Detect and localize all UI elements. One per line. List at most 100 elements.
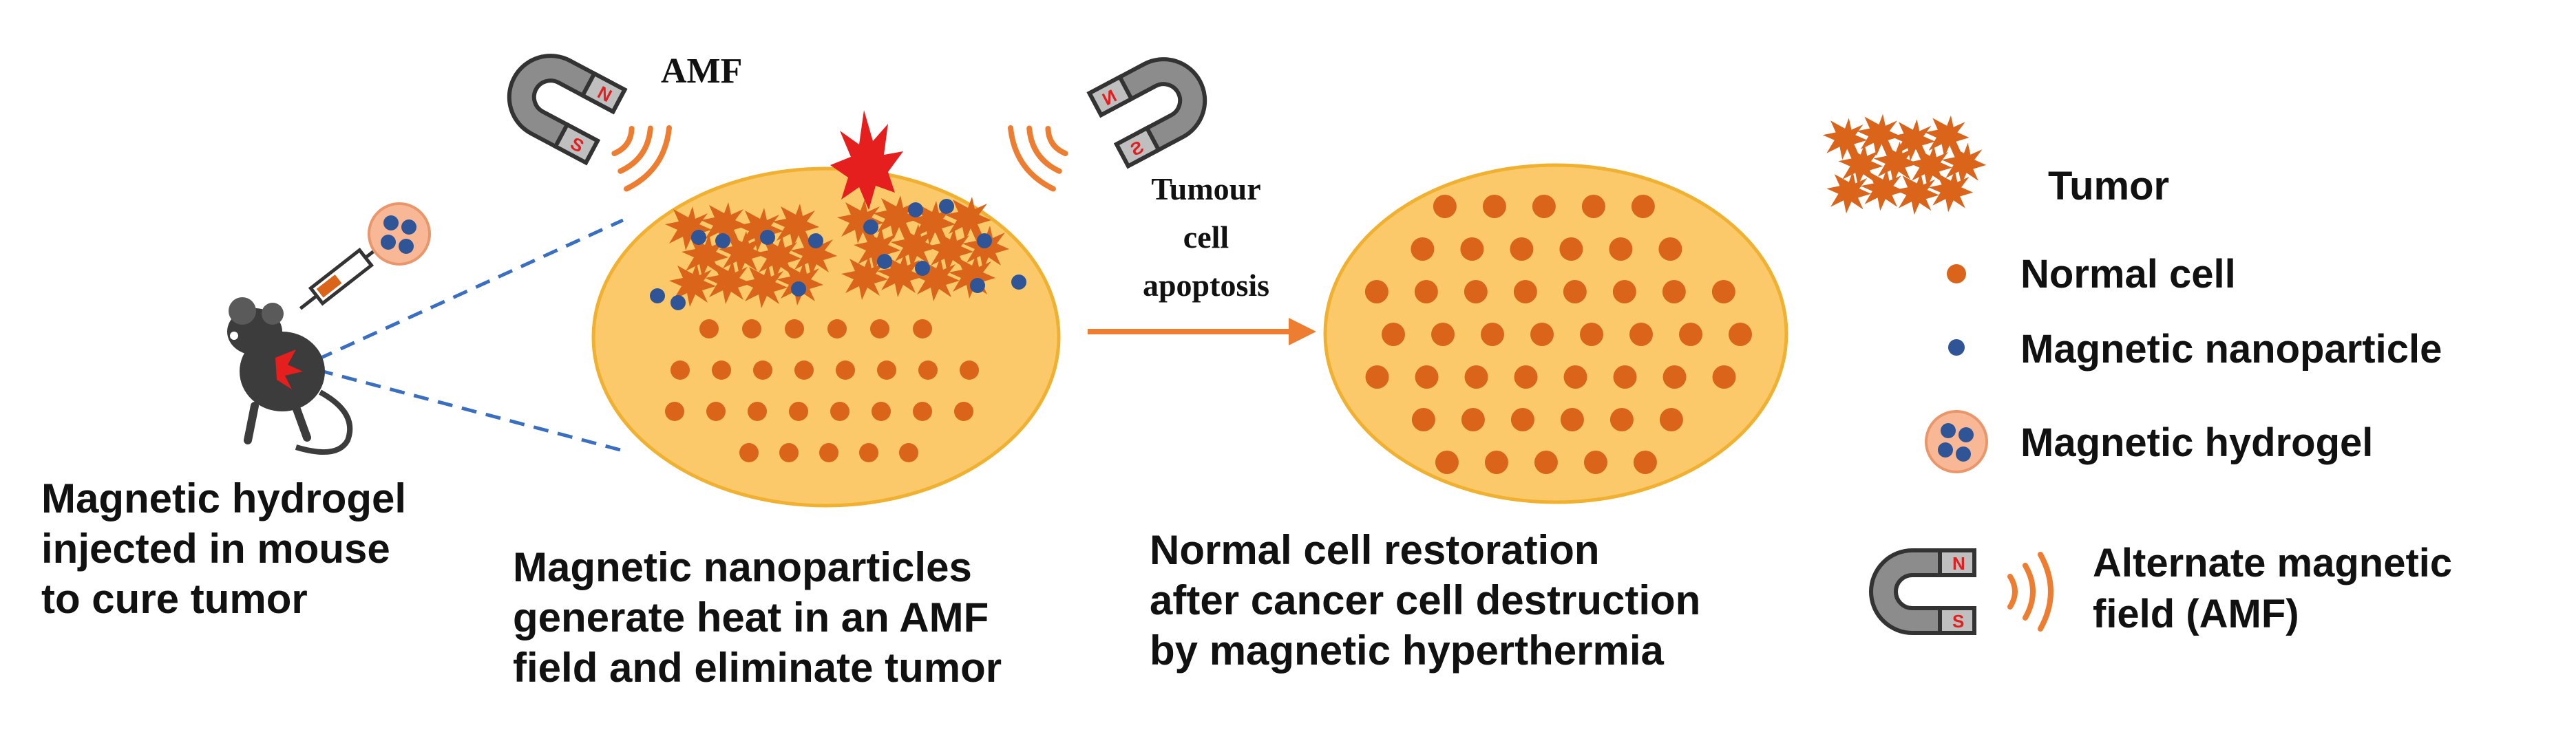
hydrogel-icon <box>368 202 431 266</box>
legend-label-normal-cell: Normal cell <box>2020 252 2236 297</box>
legend-label-nanoparticle: Magnetic nanoparticle <box>2020 327 2442 372</box>
panel2-caption-line2: generate heat in an AMF <box>513 594 989 640</box>
normal-cell <box>1481 323 1505 346</box>
panel2: AMF Magnetic nanoparticles generate heat… <box>495 41 1220 691</box>
dashed-line-top <box>317 218 624 361</box>
normal-cell <box>913 319 932 338</box>
mouse-icon <box>227 297 353 455</box>
normal-cell <box>1662 365 1687 389</box>
nanoparticle <box>908 202 923 217</box>
normal-cell <box>872 402 891 421</box>
normal-cell <box>1712 365 1736 389</box>
normal-cell <box>785 319 804 338</box>
normal-cell <box>779 443 799 462</box>
heat-burst-icon <box>830 110 903 210</box>
normal-cell <box>1612 280 1636 303</box>
legend-item-tumor: Tumor <box>1823 114 2169 215</box>
legend-label-amf-line2: field (AMF) <box>2093 592 2299 636</box>
nanoparticle <box>977 233 992 248</box>
normal-cell <box>877 360 896 380</box>
normal-cell <box>1629 323 1654 346</box>
normal-cell <box>1631 195 1655 218</box>
panel1: Magnetic hydrogel injected in mouse to c… <box>41 202 624 622</box>
panel1-caption-line1: Magnetic hydrogel <box>41 475 406 521</box>
nanoparticle <box>970 278 985 293</box>
normal-cell-group-restored <box>1364 195 1753 474</box>
panel2-caption-line1: Magnetic nanoparticles <box>513 544 972 590</box>
nanoparticle <box>760 230 775 245</box>
normal-cell <box>712 360 731 380</box>
panel2-caption-line3: field and eliminate tumor <box>513 645 1002 691</box>
normal-cell <box>1581 195 1605 218</box>
normal-cell <box>739 443 759 462</box>
normal-cell <box>1534 451 1558 474</box>
panel1-caption-line3: to cure tumor <box>41 576 308 622</box>
panel3-caption-line1: Normal cell restoration <box>1150 527 1600 573</box>
magnet-icon <box>1871 550 1974 633</box>
normal-cell <box>1609 408 1634 431</box>
panel1-caption-line2: injected in mouse <box>41 526 390 572</box>
panel3-caption-line3: by magnetic hyperthermia <box>1150 627 1665 674</box>
arrow-label-line2: cell <box>1183 219 1229 255</box>
normal-cell <box>1435 451 1459 474</box>
normal-cell <box>1559 237 1583 261</box>
normal-cell <box>1510 237 1534 261</box>
legend: Tumor Normal cell Magnetic nanoparticle … <box>1823 114 2452 636</box>
wave-icon <box>2010 555 2051 629</box>
normal-cell <box>913 402 932 421</box>
normal-cell <box>742 319 761 338</box>
wave-icon-right <box>1002 111 1078 195</box>
hydrogel-icon <box>1925 410 1988 473</box>
normal-cell <box>1464 365 1488 389</box>
normal-cell <box>1613 365 1637 389</box>
normal-cell <box>1659 408 1683 431</box>
normal-cell <box>1414 280 1438 303</box>
normal-cell <box>870 319 889 338</box>
normal-cell <box>819 443 838 462</box>
arrow-label-line1: Tumour <box>1151 171 1260 206</box>
normal-cell <box>706 402 726 421</box>
legend-label-amf-line1: Alternate magnetic <box>2093 541 2452 585</box>
normal-cell <box>1609 237 1633 261</box>
panel3-caption-line2: after cancer cell destruction <box>1150 577 1700 623</box>
legend-item-normal-cell: Normal cell <box>1947 252 2236 297</box>
normal-cell <box>1658 237 1682 261</box>
normal-cell <box>1464 280 1488 303</box>
nanoparticle-icon <box>1948 339 1965 356</box>
normal-cell <box>789 402 808 421</box>
nanoparticle <box>808 233 823 248</box>
normal-cell <box>960 360 979 380</box>
normal-cell <box>1711 280 1735 303</box>
normal-cell <box>1365 365 1389 389</box>
nanoparticle <box>915 261 930 276</box>
normal-cell <box>1431 323 1455 346</box>
normal-cell <box>954 402 973 421</box>
normal-cell <box>1411 408 1435 431</box>
nanoparticle <box>671 295 686 310</box>
normal-cell <box>1433 195 1457 218</box>
normal-cell <box>665 402 684 421</box>
apoptosis-arrow: Tumour cell apoptosis <box>1088 171 1316 345</box>
normal-cell <box>899 443 918 462</box>
normal-cell <box>1460 237 1484 261</box>
legend-label-tumor: Tumor <box>2048 164 2169 208</box>
normal-cell <box>1415 365 1439 389</box>
normal-cell <box>699 319 719 338</box>
legend-item-amf: Alternate magnetic field (AMF) <box>1871 541 2452 636</box>
normal-cell <box>1382 323 1406 346</box>
nanoparticle <box>939 199 954 214</box>
legend-item-hydrogel: Magnetic hydrogel <box>1925 410 2373 473</box>
nanoparticle <box>791 281 806 297</box>
normal-cell-group-tumor-panel <box>665 319 979 462</box>
nanoparticle <box>715 233 730 248</box>
wave-icon-left <box>602 111 677 195</box>
normal-cell <box>1633 451 1657 474</box>
normal-cell <box>1510 408 1534 431</box>
normal-cell <box>1583 451 1607 474</box>
normal-cell <box>1364 280 1389 303</box>
normal-cell <box>1563 365 1587 389</box>
normal-cell-icon <box>1947 264 1966 283</box>
normal-cell <box>1662 280 1686 303</box>
normal-cell <box>1513 280 1537 303</box>
